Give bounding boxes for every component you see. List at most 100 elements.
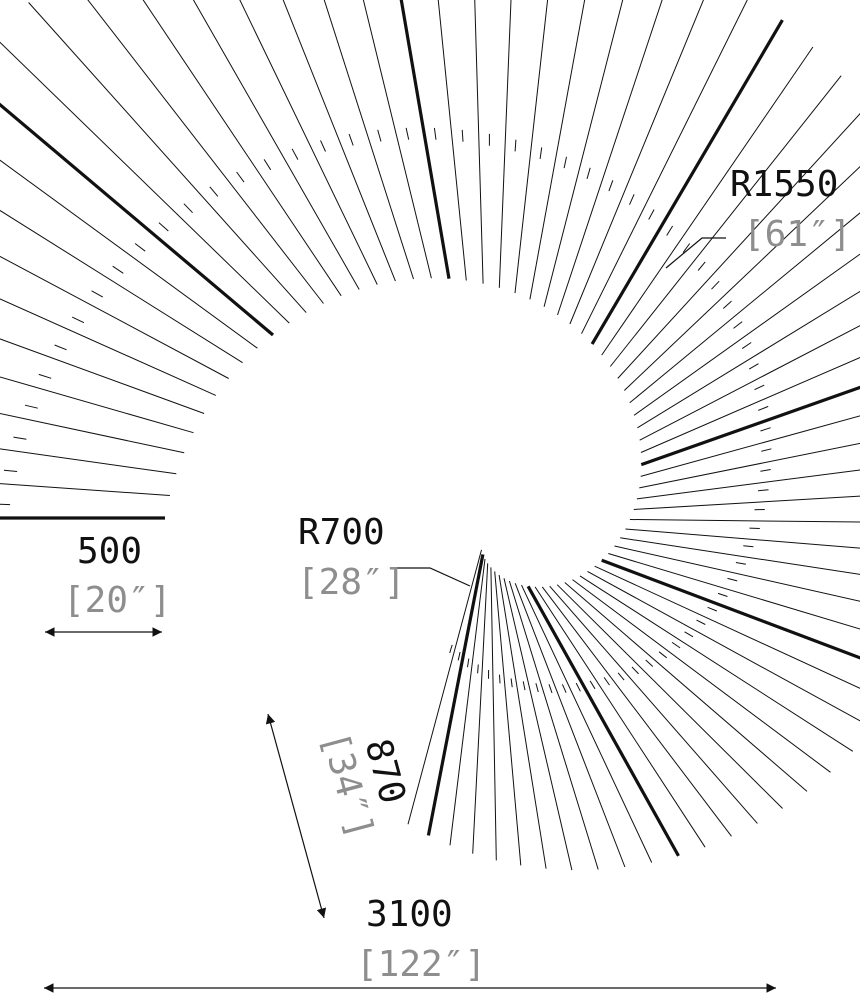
- segment-detail-tick: [711, 280, 720, 290]
- segment-detail-tick: [236, 171, 245, 183]
- segment-detail-tick: [499, 674, 501, 684]
- spiral-segment: [639, 442, 860, 489]
- segment-detail-tick: [617, 672, 625, 681]
- spiral-segment: [579, 575, 854, 752]
- spiral-segment: [633, 495, 860, 510]
- spiral-segment: [0, 412, 185, 454]
- segment-detail-tick: [631, 666, 639, 675]
- segment-detail-tick: [522, 681, 526, 691]
- spiral-segment: [629, 212, 860, 404]
- overall-width-imperial: [122″]: [356, 944, 486, 985]
- spiral-segment: [564, 582, 808, 792]
- segment-detail-tick: [758, 489, 769, 492]
- spiral-segment: [0, 483, 170, 496]
- segment-detail-tick: [561, 684, 567, 693]
- spiral-segment: [534, 586, 706, 848]
- segment-detail-tick: [735, 562, 746, 565]
- segment-width-label: 500: [77, 531, 142, 572]
- spiral-segment: [0, 102, 275, 337]
- spiral-segment: [541, 586, 732, 837]
- spiral-segment: [437, 0, 467, 281]
- spiral-segment: [601, 46, 814, 356]
- spiral-segment: [0, 209, 243, 364]
- spiral-segment: [569, 0, 704, 325]
- spiral-segment: [0, 448, 177, 475]
- end-width-label-group: [34″] 870: [313, 728, 413, 843]
- segment-detail-tick: [54, 344, 67, 351]
- segment-detail-tick: [760, 469, 771, 472]
- inner-radius-imperial: [28″]: [297, 562, 405, 603]
- spiral-segment: [407, 549, 482, 825]
- spiral-segment: [529, 0, 586, 300]
- dimension-arrows: [44, 627, 776, 993]
- inner-radius-label: R700: [298, 512, 385, 553]
- spiral-segment: [449, 558, 486, 846]
- segment-detail-tick: [761, 448, 772, 452]
- segment-detail-tick: [24, 404, 38, 409]
- spiral-segment: [617, 113, 860, 379]
- segment-width-imperial: [20″]: [63, 580, 171, 621]
- segment-detail-tick: [535, 683, 539, 693]
- segment-detail-tick: [586, 167, 591, 180]
- segment-detail-tick: [658, 651, 668, 659]
- spiral-segment: [549, 585, 758, 824]
- segment-detail-tick: [666, 225, 674, 236]
- spiral-segment: [556, 584, 783, 809]
- spiral-segment: [587, 570, 860, 722]
- segment-detail-tick: [38, 373, 52, 379]
- spiral-segment: [581, 0, 748, 334]
- segment-detail-tick: [134, 243, 146, 252]
- segment-detail-tick: [3, 469, 18, 472]
- segment-detail-tick: [575, 682, 581, 692]
- segment-detail-tick: [263, 159, 272, 171]
- outer-radius-leader: [665, 237, 726, 269]
- spiral-segment: [192, 0, 360, 290]
- segment-detail-tick: [183, 203, 193, 214]
- spiral-segment: [625, 528, 860, 549]
- segment-detail-tick: [563, 156, 567, 169]
- spiral-segment: [572, 579, 831, 773]
- spiral-segment: [614, 545, 860, 602]
- segment-detail-tick: [91, 290, 104, 298]
- segment-detail-tick: [320, 140, 326, 152]
- spiral-segment: [494, 571, 522, 866]
- segment-detail-tick: [291, 148, 299, 160]
- spiral-segment: [490, 567, 497, 861]
- leader-lines: [392, 237, 726, 587]
- segment-detail-tick: [648, 209, 655, 220]
- spiral-segment: [362, 0, 432, 279]
- spiral-segment: [87, 0, 324, 304]
- segment-detail-tick: [671, 641, 681, 649]
- spiral-segment: [0, 298, 217, 396]
- spiral-segments: [0, 0, 860, 871]
- segment-detail-tick: [467, 658, 470, 668]
- segment-detail-tick: [684, 631, 694, 638]
- spiral-segment: [629, 519, 860, 523]
- segment-detail-tick: [682, 243, 691, 253]
- spiral-segment: [557, 0, 663, 316]
- segment-detail-tick: [603, 677, 610, 686]
- segment-detail-tick: [727, 577, 738, 582]
- segment-detail-tick: [645, 659, 654, 667]
- spiral-segment: [623, 165, 860, 391]
- segment-detail-tick: [760, 427, 771, 432]
- segment-detail-tick: [461, 129, 464, 142]
- spiral-segment: [498, 574, 547, 869]
- segment-detail-tick: [608, 180, 614, 192]
- segment-detail-tick: [13, 436, 27, 440]
- segment-detail-tick: [733, 321, 743, 329]
- segment-detail-tick: [758, 405, 769, 411]
- segment-detail-tick: [477, 664, 479, 674]
- spiral-segment: [639, 325, 860, 441]
- segment-detail-tick: [433, 127, 437, 140]
- spiral-segment: [0, 41, 290, 324]
- spiral-segment: [514, 583, 626, 868]
- overall-width-label: 3100: [366, 894, 453, 935]
- segment-detail-tick: [707, 606, 717, 612]
- spiral-segment: [323, 0, 414, 280]
- spiral-segment: [640, 415, 860, 477]
- segment-detail-tick: [510, 678, 513, 688]
- spiral-segment: [426, 554, 485, 836]
- inner-radius-leader: [392, 567, 471, 587]
